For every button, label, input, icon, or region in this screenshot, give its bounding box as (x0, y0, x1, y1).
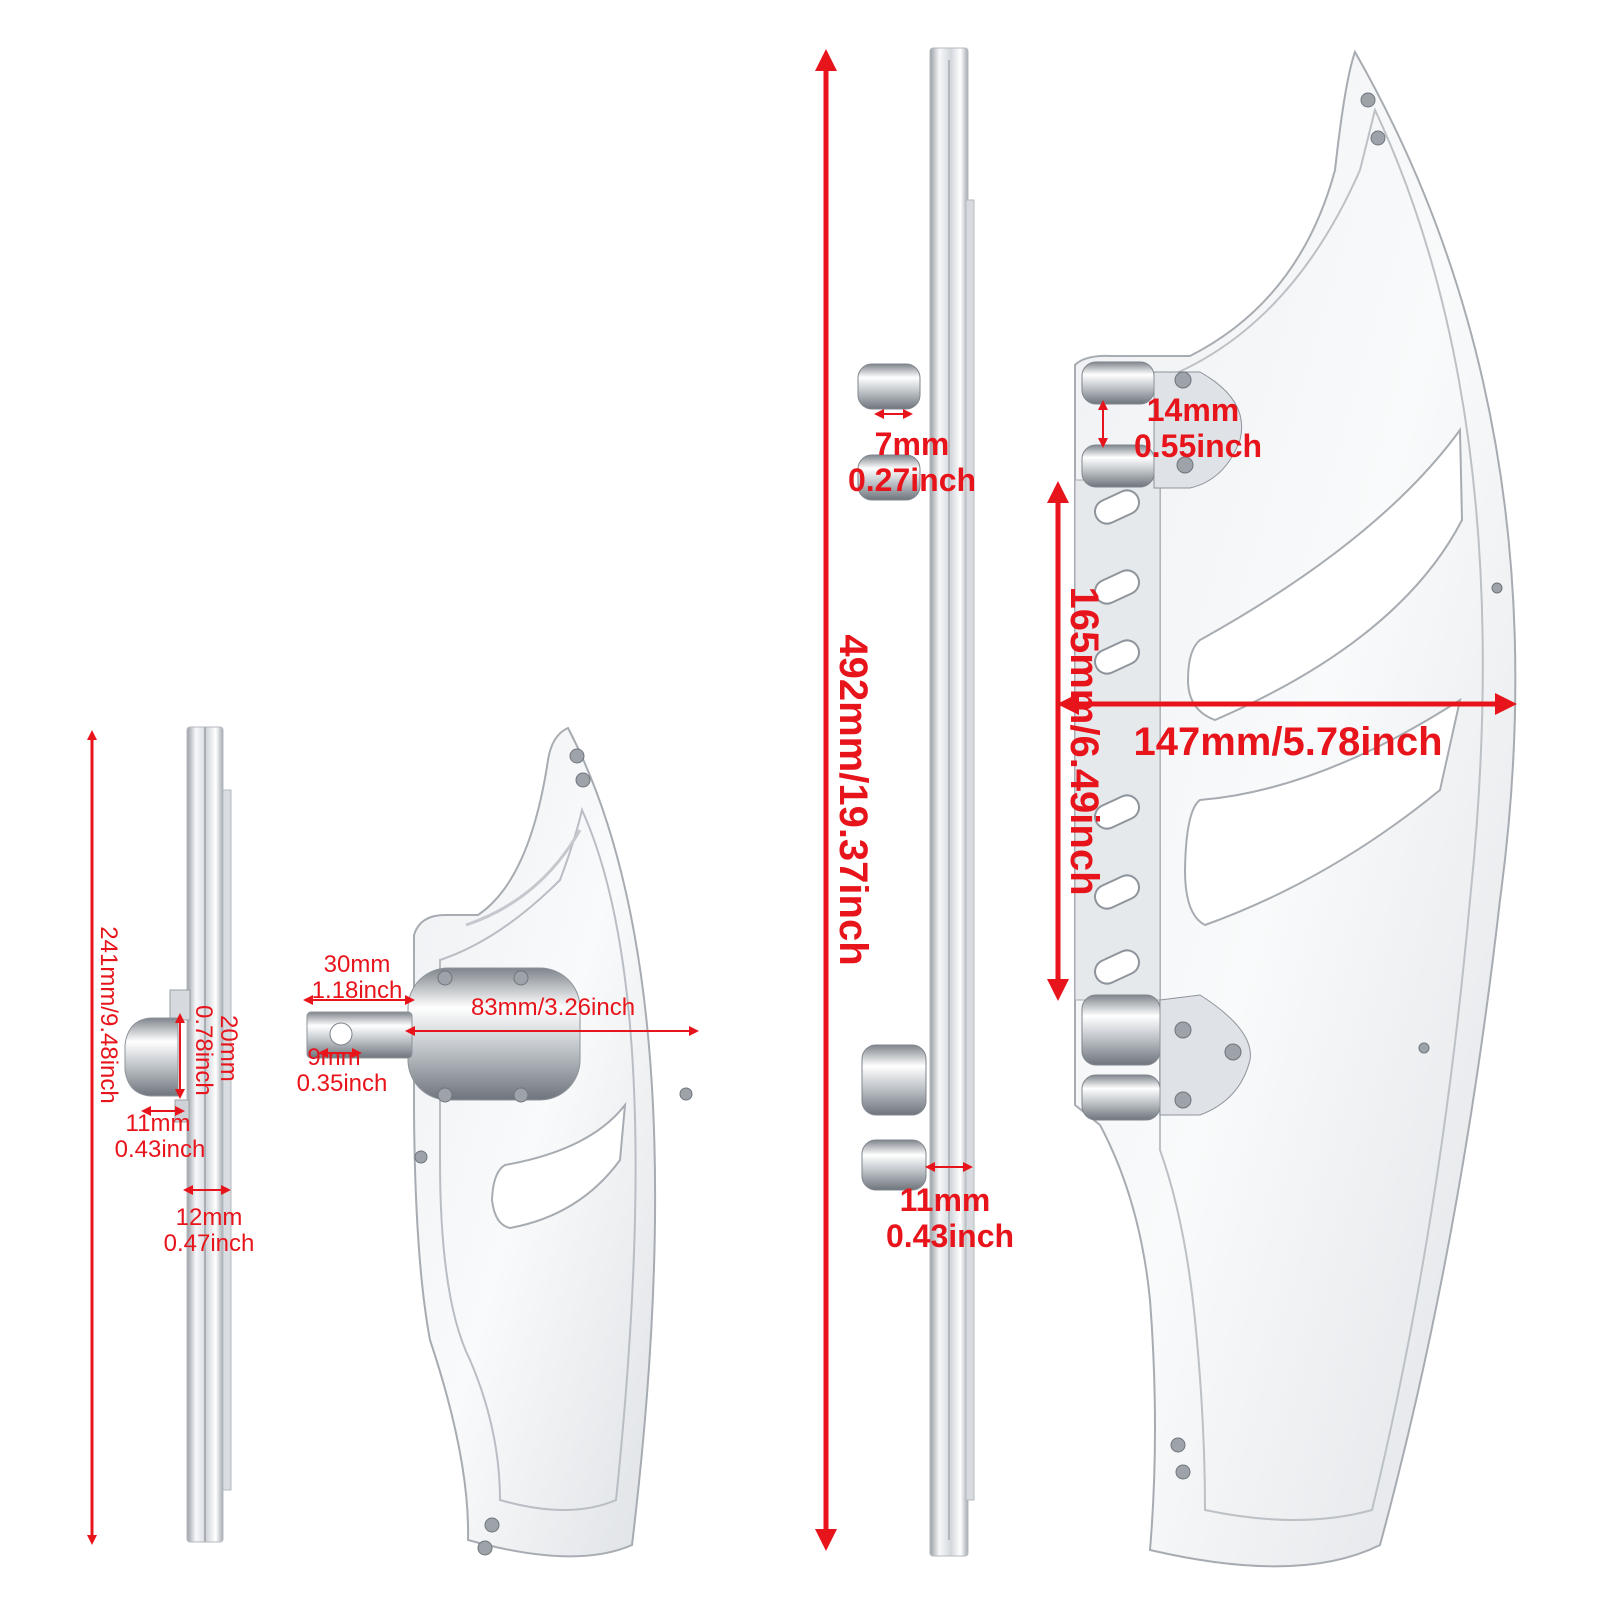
small-plate-thickness-mm-label: 12mm (175, 1204, 243, 1231)
upper-clamp-gap-mm-label: 14mm (1146, 392, 1240, 428)
large-side-view (857, 47, 975, 1557)
small-width-label: 83mm/3.26inch (470, 994, 636, 1021)
small-clamp-width-mm-label: 11mm (125, 1110, 191, 1137)
small-clamp-gap-mm-label: 20mm (215, 1015, 242, 1082)
mount-knob (124, 1017, 179, 1097)
small-plate-thickness-in-label: 0.47inch (163, 1230, 255, 1257)
mount-hole (329, 1022, 353, 1046)
plate-cutout-upper (1186, 427, 1464, 722)
large-plate-thickness-in-label: 0.43inch (885, 1218, 1015, 1254)
lower-clamp-1 (1081, 994, 1161, 1066)
mount-block (407, 967, 581, 1101)
plate-cutout-lower (1183, 697, 1462, 927)
large-clamp-gap-mm-label: 7mm (874, 426, 950, 462)
large-height-label: 492mm/19.37inch (831, 634, 875, 966)
small-side-view (124, 726, 232, 1543)
lower-clamp-2 (1081, 1074, 1161, 1121)
mount-length-in-label: 1.18inch (311, 977, 403, 1004)
mount-stub (169, 989, 191, 1021)
rail-slots (1094, 489, 1140, 985)
plate-screws-small (414, 748, 693, 1556)
long-grip-ridge (965, 199, 975, 1501)
mount-length-mm-label: 30mm (323, 951, 391, 978)
hole-in-label: 0.35inch (296, 1070, 388, 1097)
large-plate-thickness-mm-label: 11mm (899, 1182, 991, 1218)
lower-clamp-top (861, 1044, 927, 1116)
upper-clamp-bottom (857, 454, 921, 501)
hole-mm-label: 9mm (307, 1044, 361, 1071)
floorboard-plate-small (413, 726, 657, 1558)
small-front-view (306, 726, 693, 1558)
mount-span-label: 165mm/6.49inch (1062, 586, 1106, 896)
upper-clamp-top (857, 363, 921, 410)
plate-cutout-small (490, 1101, 627, 1230)
dimension-lines (87, 49, 1517, 1551)
upper-clamp-1 (1081, 361, 1155, 405)
large-clamp-gap-in-label: 0.27inch (847, 462, 977, 498)
small-height-label: 241mm/9.48inch (95, 926, 122, 1104)
large-front-view (1074, 49, 1517, 1568)
mount-rail (1074, 479, 1161, 1001)
plate-screws-large (1170, 92, 1503, 1480)
upper-clamp-gap-in-label: 0.55inch (1133, 428, 1263, 464)
small-clamp-width-in-label: 0.43inch (114, 1136, 206, 1163)
large-width-label: 147mm/5.78inch (1133, 720, 1443, 764)
upper-clamp-bracket (1153, 371, 1243, 489)
small-clamp-gap-in-label: 0.78inch (190, 1005, 217, 1096)
side-grip-ridge (222, 789, 232, 1491)
